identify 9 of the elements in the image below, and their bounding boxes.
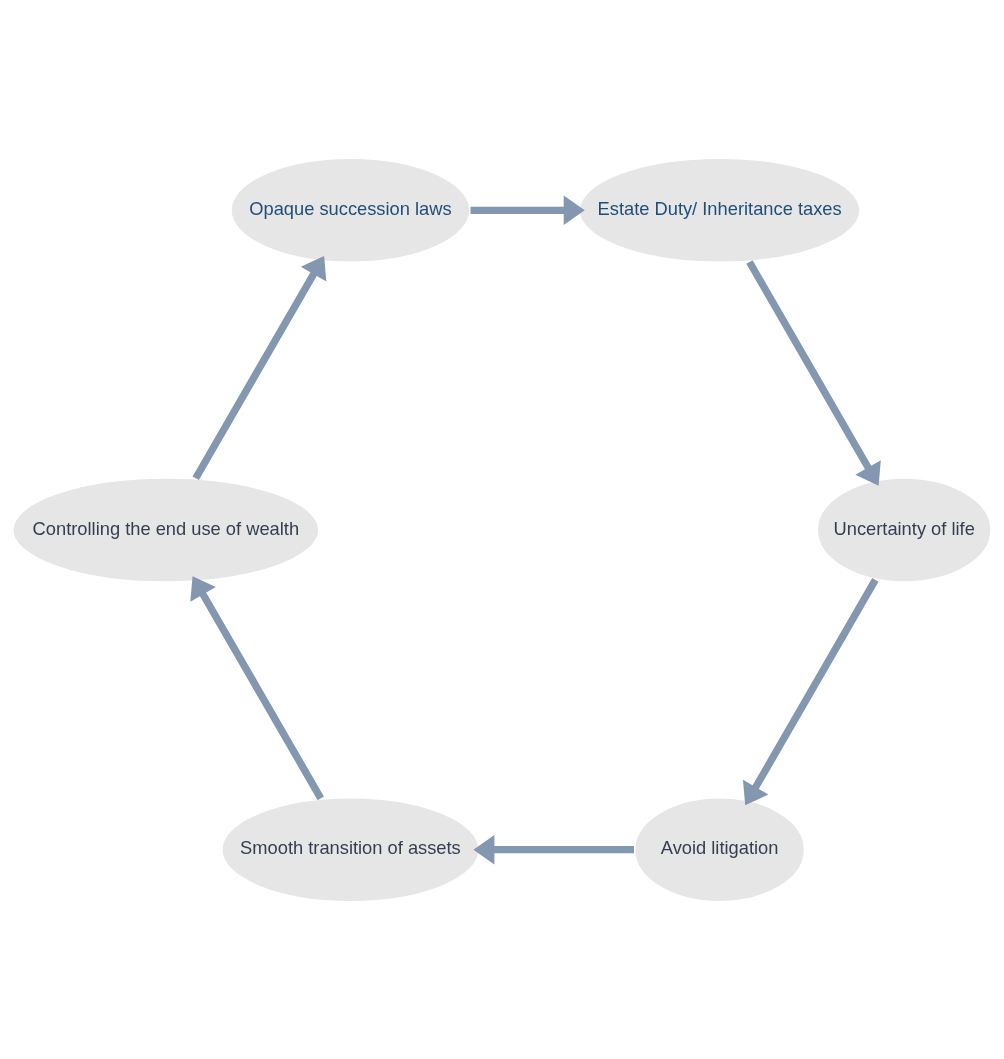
- node-ellipse: Controlling the end use of wealth: [10, 475, 321, 584]
- arrow: [470, 195, 585, 225]
- arrow: [190, 575, 324, 800]
- arrow: [473, 834, 634, 864]
- arrow: [742, 577, 879, 805]
- node-ellipse: Avoid litigation: [632, 795, 807, 904]
- arrow: [746, 259, 881, 486]
- node-ellipse: Uncertainty of life: [815, 475, 994, 584]
- arrow: [192, 255, 327, 480]
